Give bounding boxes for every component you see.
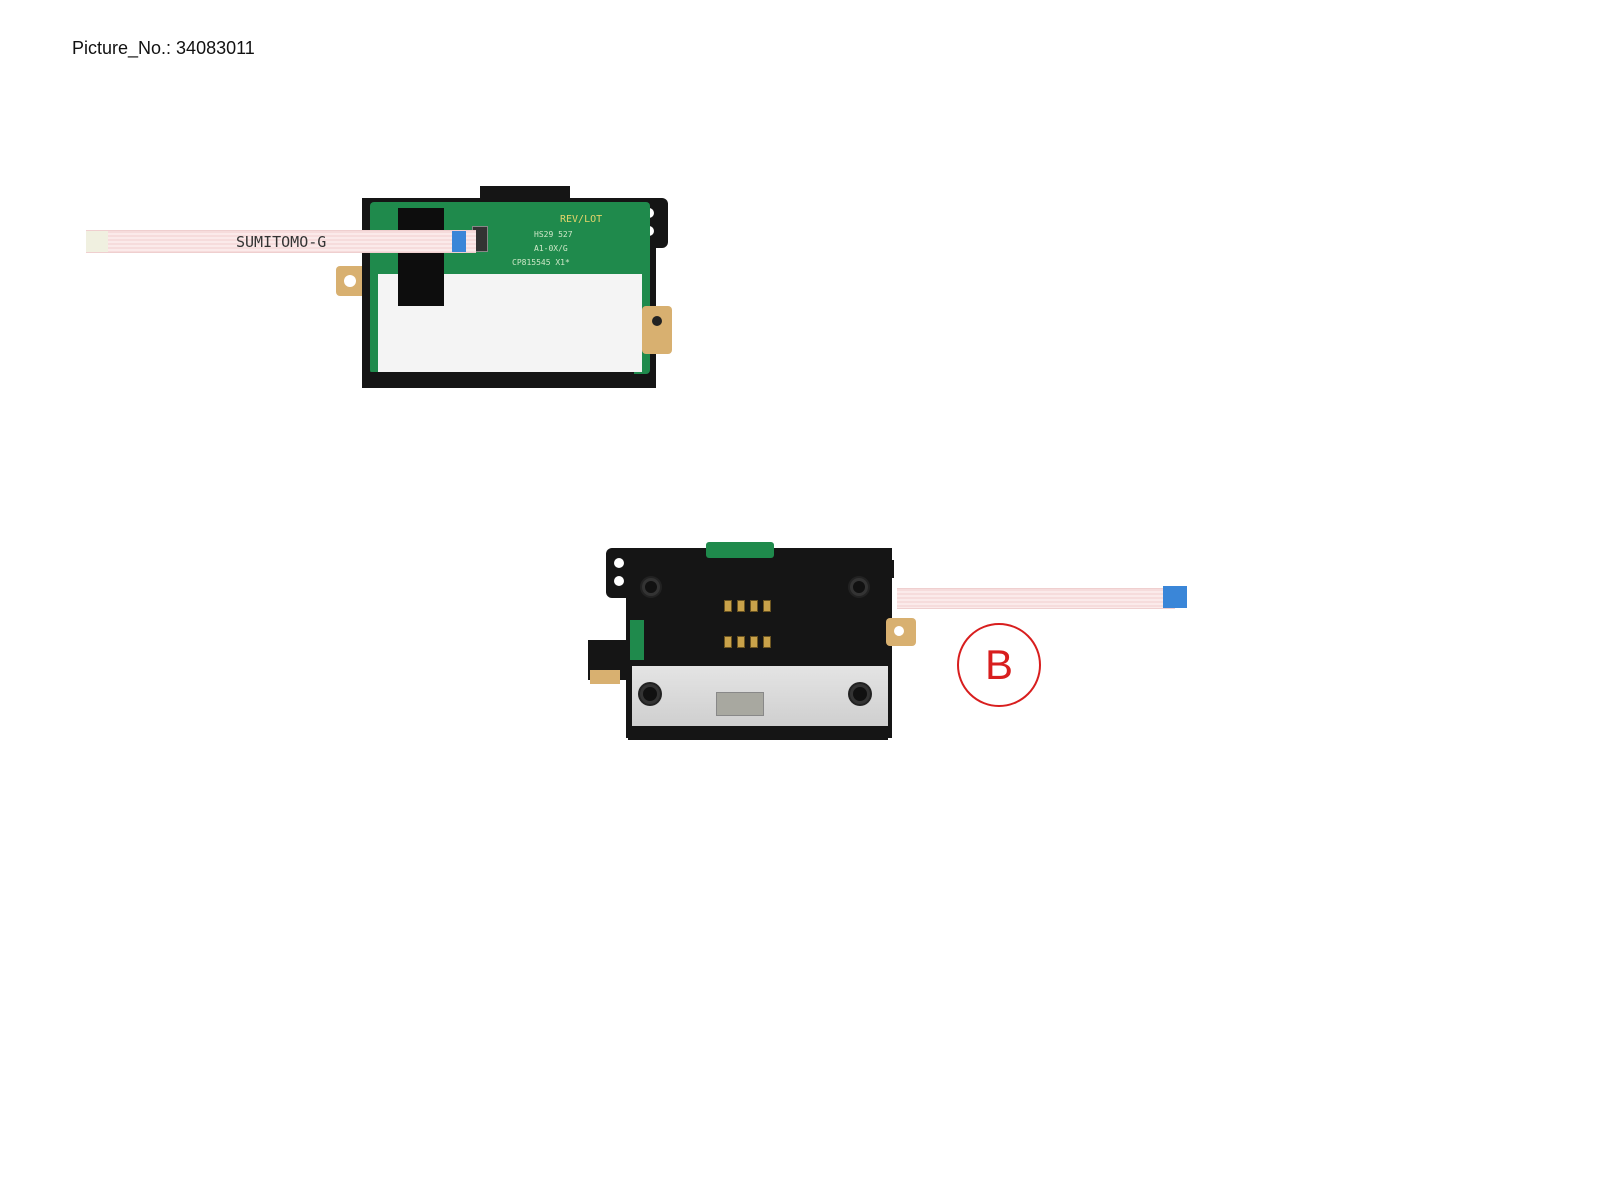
mounting-tab-right (642, 306, 672, 354)
black-tape (398, 208, 444, 306)
mounting-tab-right (886, 618, 916, 646)
silkscreen-rev-lot: REV/LOT (560, 214, 603, 225)
pad (716, 692, 764, 716)
cable-label: SUMITOMO-G (236, 233, 327, 251)
silkscreen-line: CP815545 X1* (512, 258, 570, 267)
callout-b: B (957, 623, 1041, 707)
screw (642, 578, 660, 596)
screw (640, 684, 660, 704)
cable-tip (1163, 586, 1187, 608)
contact-pins-row (724, 636, 771, 648)
flex-cable-top: SUMITOMO-G (86, 230, 476, 253)
card-reader-top-view: REV/LOT HS29 527 A1-0X/G CP815545 X1* (330, 186, 700, 400)
callout-label: B (984, 641, 1013, 688)
led-board (706, 542, 774, 558)
contact-pins-row (724, 600, 771, 612)
flex-cable-bottom (897, 588, 1175, 609)
card-reader-bottom-view (580, 540, 940, 745)
silkscreen-line: HS29 527 (534, 230, 573, 239)
silkscreen-line: A1-0X/G (534, 244, 568, 253)
picture-number: Picture_No.: 34083011 (72, 38, 255, 58)
screw (850, 684, 870, 704)
screw (850, 578, 868, 596)
cable-contacts (86, 231, 108, 252)
